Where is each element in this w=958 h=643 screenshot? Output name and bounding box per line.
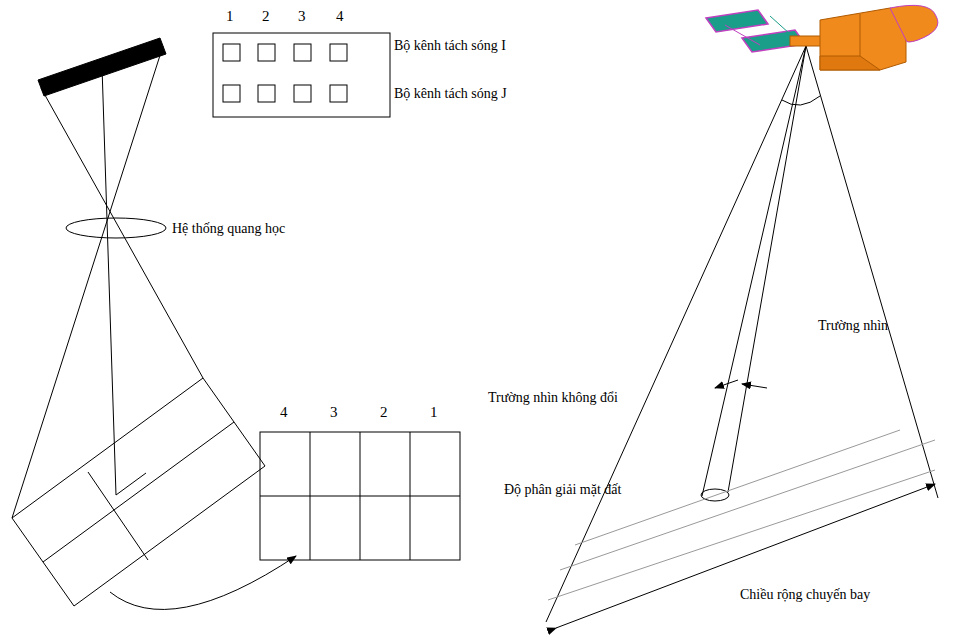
callout-number: 2 xyxy=(262,8,270,25)
fov-label: Trường nhìn xyxy=(818,318,888,333)
callout-number: 2 xyxy=(380,404,388,421)
optics-label: Hệ thống quang học xyxy=(172,221,285,236)
callout-number: 1 xyxy=(226,8,234,25)
detector-label: Bộ kênh tách sóng I xyxy=(394,38,506,53)
callout-number: 4 xyxy=(280,404,288,421)
swath-width-label: Chiều rộng chuyến bay xyxy=(740,587,870,602)
callout-number: 1 xyxy=(430,404,438,421)
callout-number: 4 xyxy=(336,8,344,25)
callout-number: 3 xyxy=(330,404,338,421)
ifov-label: Trường nhìn không đổi xyxy=(488,390,618,405)
callout-number: 3 xyxy=(298,8,306,25)
ground-resolution-label: Độ phân giải mặt đất xyxy=(504,482,621,497)
detector-label: Bộ kênh tách sóng J xyxy=(394,86,507,101)
